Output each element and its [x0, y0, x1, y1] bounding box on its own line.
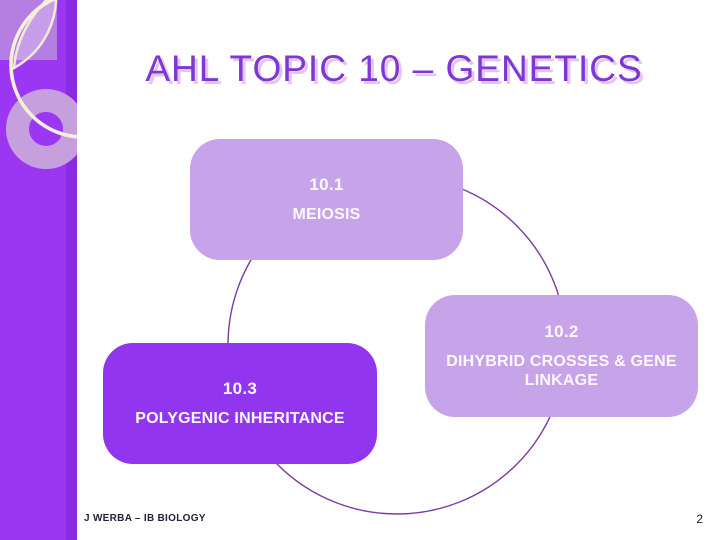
diagram-node-meiosis: 10.1 MEIOSIS	[190, 139, 463, 260]
sidebar-edge-strip	[66, 0, 77, 540]
circle-outline-shape	[9, 0, 77, 139]
slide-title: AHL TOPIC 10 – GENETICS	[145, 48, 643, 89]
diagram-node-polygenic-inheritance: 10.3 POLYGENIC INHERITANCE	[103, 343, 377, 464]
node-number: 10.3	[222, 379, 258, 398]
ring-shape	[6, 89, 77, 169]
node-label: POLYGENIC INHERITANCE	[135, 410, 345, 427]
diagram-node-dihybrid-crosses: 10.2 DIHYBRID CROSSES & GENE LINKAGE	[425, 295, 698, 417]
footer-author: J WERBA – IB BIOLOGY	[84, 513, 206, 524]
sidebar-corner-square	[0, 0, 57, 60]
node-label: DIHYBRID CROSSES & GENE LINKAGE	[446, 353, 677, 389]
node-label: MEIOSIS	[292, 206, 361, 223]
sidebar-ornament	[0, 0, 77, 540]
node-number: 10.1	[309, 175, 344, 194]
page-number: 2	[696, 512, 703, 526]
node-number: 10.2	[544, 322, 579, 341]
